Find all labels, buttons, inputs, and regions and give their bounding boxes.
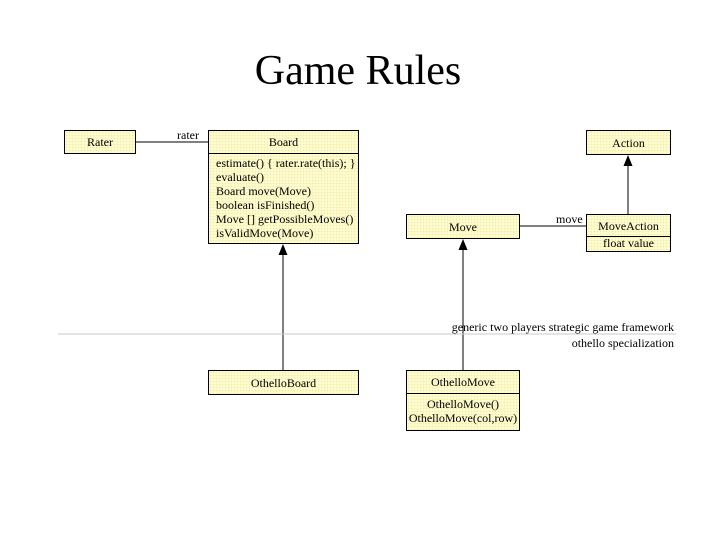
rater-class-name: Rater — [87, 135, 113, 149]
board-operation: estimate() { rater.rate(this); } — [216, 156, 356, 170]
othelloboard-class-name: OthelloBoard — [250, 375, 317, 390]
page-title: Game Rules — [254, 48, 462, 94]
board-operation: boolean isFinished() — [216, 198, 315, 212]
board-operation: Move [] getPossibleMoves() — [216, 212, 354, 226]
moveaction-class-name: MoveAction — [587, 215, 670, 237]
othellomove-class: OthelloMove OthelloMove() OthelloMove(co… — [406, 370, 520, 431]
othellomove-operation: OthelloMove(col,row) — [408, 411, 518, 425]
othelloboard-generalization-arrowhead — [278, 244, 288, 255]
moveaction-attribute: float value — [603, 236, 654, 250]
board-operations: estimate() { rater.rate(this); } evaluat… — [209, 154, 358, 240]
move-class-name: Move — [449, 219, 477, 234]
action-class-name: Action — [612, 135, 645, 150]
move-class: Move — [406, 214, 520, 239]
othelloboard-class: OthelloBoard — [208, 370, 359, 395]
othellomove-generalization-arrowhead — [458, 239, 468, 250]
othellomove-operation: OthelloMove() — [427, 397, 499, 411]
othellomove-operations: OthelloMove() OthelloMove(col,row) — [407, 394, 519, 425]
board-operation: isValidMove(Move) — [216, 226, 314, 240]
board-operation: evaluate() — [216, 170, 264, 184]
moveaction-generalization-arrowhead — [623, 155, 633, 166]
rater-class: Rater — [64, 130, 136, 154]
action-class: Action — [586, 130, 671, 155]
board-operation: Board move(Move) — [216, 184, 311, 198]
rater-role-label: rater — [177, 128, 199, 142]
moveaction-class: MoveAction float value — [586, 214, 671, 252]
move-role-label: move — [556, 212, 583, 226]
board-class-name: Board — [209, 131, 358, 154]
specialization-label: othello specialization — [571, 336, 674, 350]
othellomove-class-name: OthelloMove — [407, 371, 519, 394]
framework-label: generic two players strategic game frame… — [451, 320, 674, 334]
board-class: Board estimate() { rater.rate(this); } e… — [208, 130, 359, 244]
